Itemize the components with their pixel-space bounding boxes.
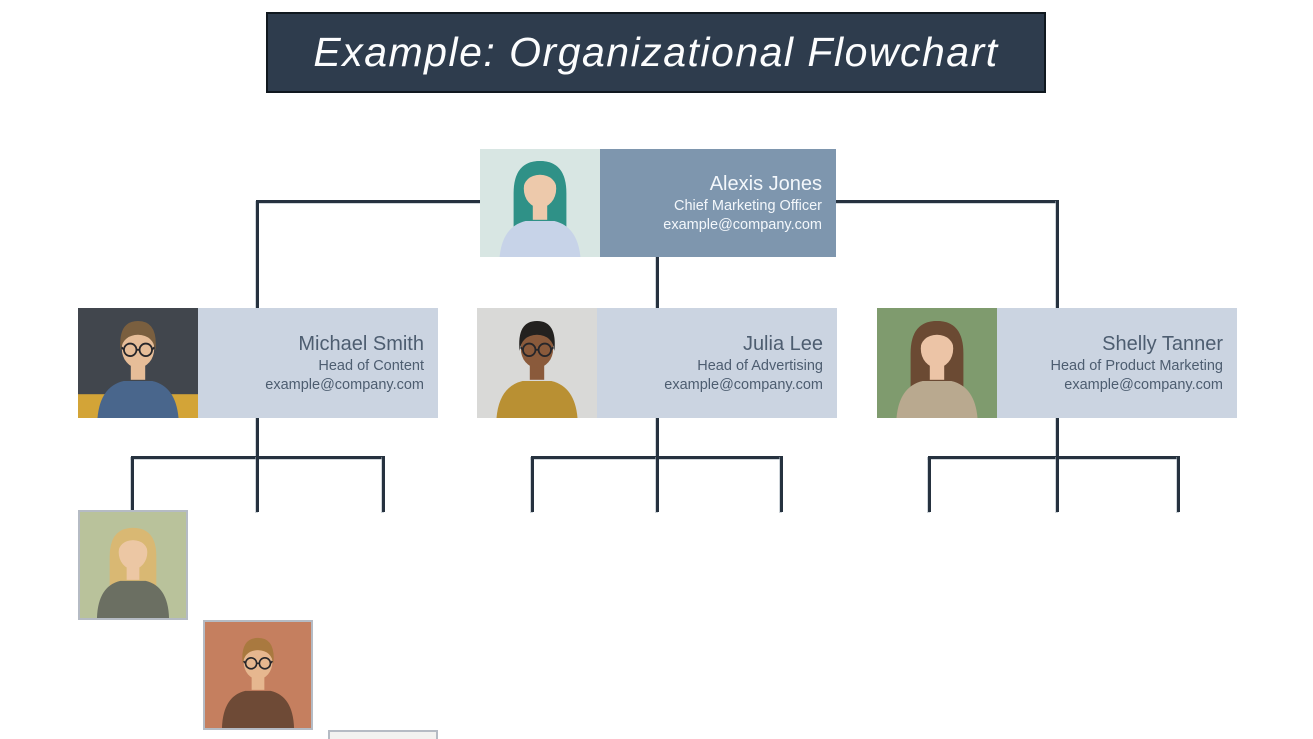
- connector-root-right-horizontal: [835, 200, 1058, 203]
- connector-group3-drop3: [1177, 456, 1180, 512]
- connector-root-left-horizontal: [257, 200, 481, 203]
- employee-photo: [877, 308, 997, 418]
- report-photo: [203, 620, 313, 730]
- org-card-manager: Shelly Tanner Head of Product Marketing …: [877, 308, 1237, 418]
- employee-email: example@company.com: [1064, 377, 1223, 394]
- employee-info: Julia Lee Head of Advertising example@co…: [597, 308, 837, 418]
- connector-group1-drop2: [256, 456, 259, 512]
- title-banner: Example: Organizational Flowchart: [266, 12, 1046, 93]
- report-photo: [78, 510, 188, 620]
- connector-group3-drop2: [1056, 456, 1059, 512]
- org-card-manager: Julia Lee Head of Advertising example@co…: [477, 308, 837, 418]
- connector-group3-horizontal: [928, 456, 1180, 459]
- employee-name: Michael Smith: [298, 332, 424, 355]
- connector-group1-drop1: [131, 456, 134, 512]
- employee-role: Chief Marketing Officer: [673, 198, 822, 215]
- employee-name: Shelly Tanner: [1102, 332, 1223, 355]
- employee-info: Michael Smith Head of Content example@co…: [198, 308, 438, 418]
- connector-group2-drop2: [656, 456, 659, 512]
- employee-email: example@company.com: [664, 377, 823, 394]
- employee-name: Julia Lee: [742, 332, 823, 355]
- org-card-root: Alexis Jones Chief Marketing Officer exa…: [480, 149, 836, 257]
- employee-email: example@company.com: [663, 217, 822, 234]
- employee-photo: [480, 149, 600, 257]
- connector-group1-drop3: [382, 456, 385, 512]
- page-title: Example: Organizational Flowchart: [313, 29, 999, 75]
- employee-role: Head of Product Marketing: [1050, 358, 1223, 375]
- org-card-manager: Michael Smith Head of Content example@co…: [78, 308, 438, 418]
- employee-photo: [78, 308, 198, 418]
- employee-info: Alexis Jones Chief Marketing Officer exa…: [600, 149, 836, 257]
- connector-group2-drop1: [531, 456, 534, 512]
- employee-info: Shelly Tanner Head of Product Marketing …: [997, 308, 1237, 418]
- employee-name: Alexis Jones: [709, 172, 822, 195]
- report-photo: [328, 730, 438, 739]
- employee-email: example@company.com: [265, 377, 424, 394]
- employee-role: Head of Advertising: [697, 358, 823, 375]
- employee-role: Head of Content: [318, 358, 424, 375]
- employee-photo: [477, 308, 597, 418]
- connector-group3-drop1: [928, 456, 931, 512]
- connector-group2-drop3: [780, 456, 783, 512]
